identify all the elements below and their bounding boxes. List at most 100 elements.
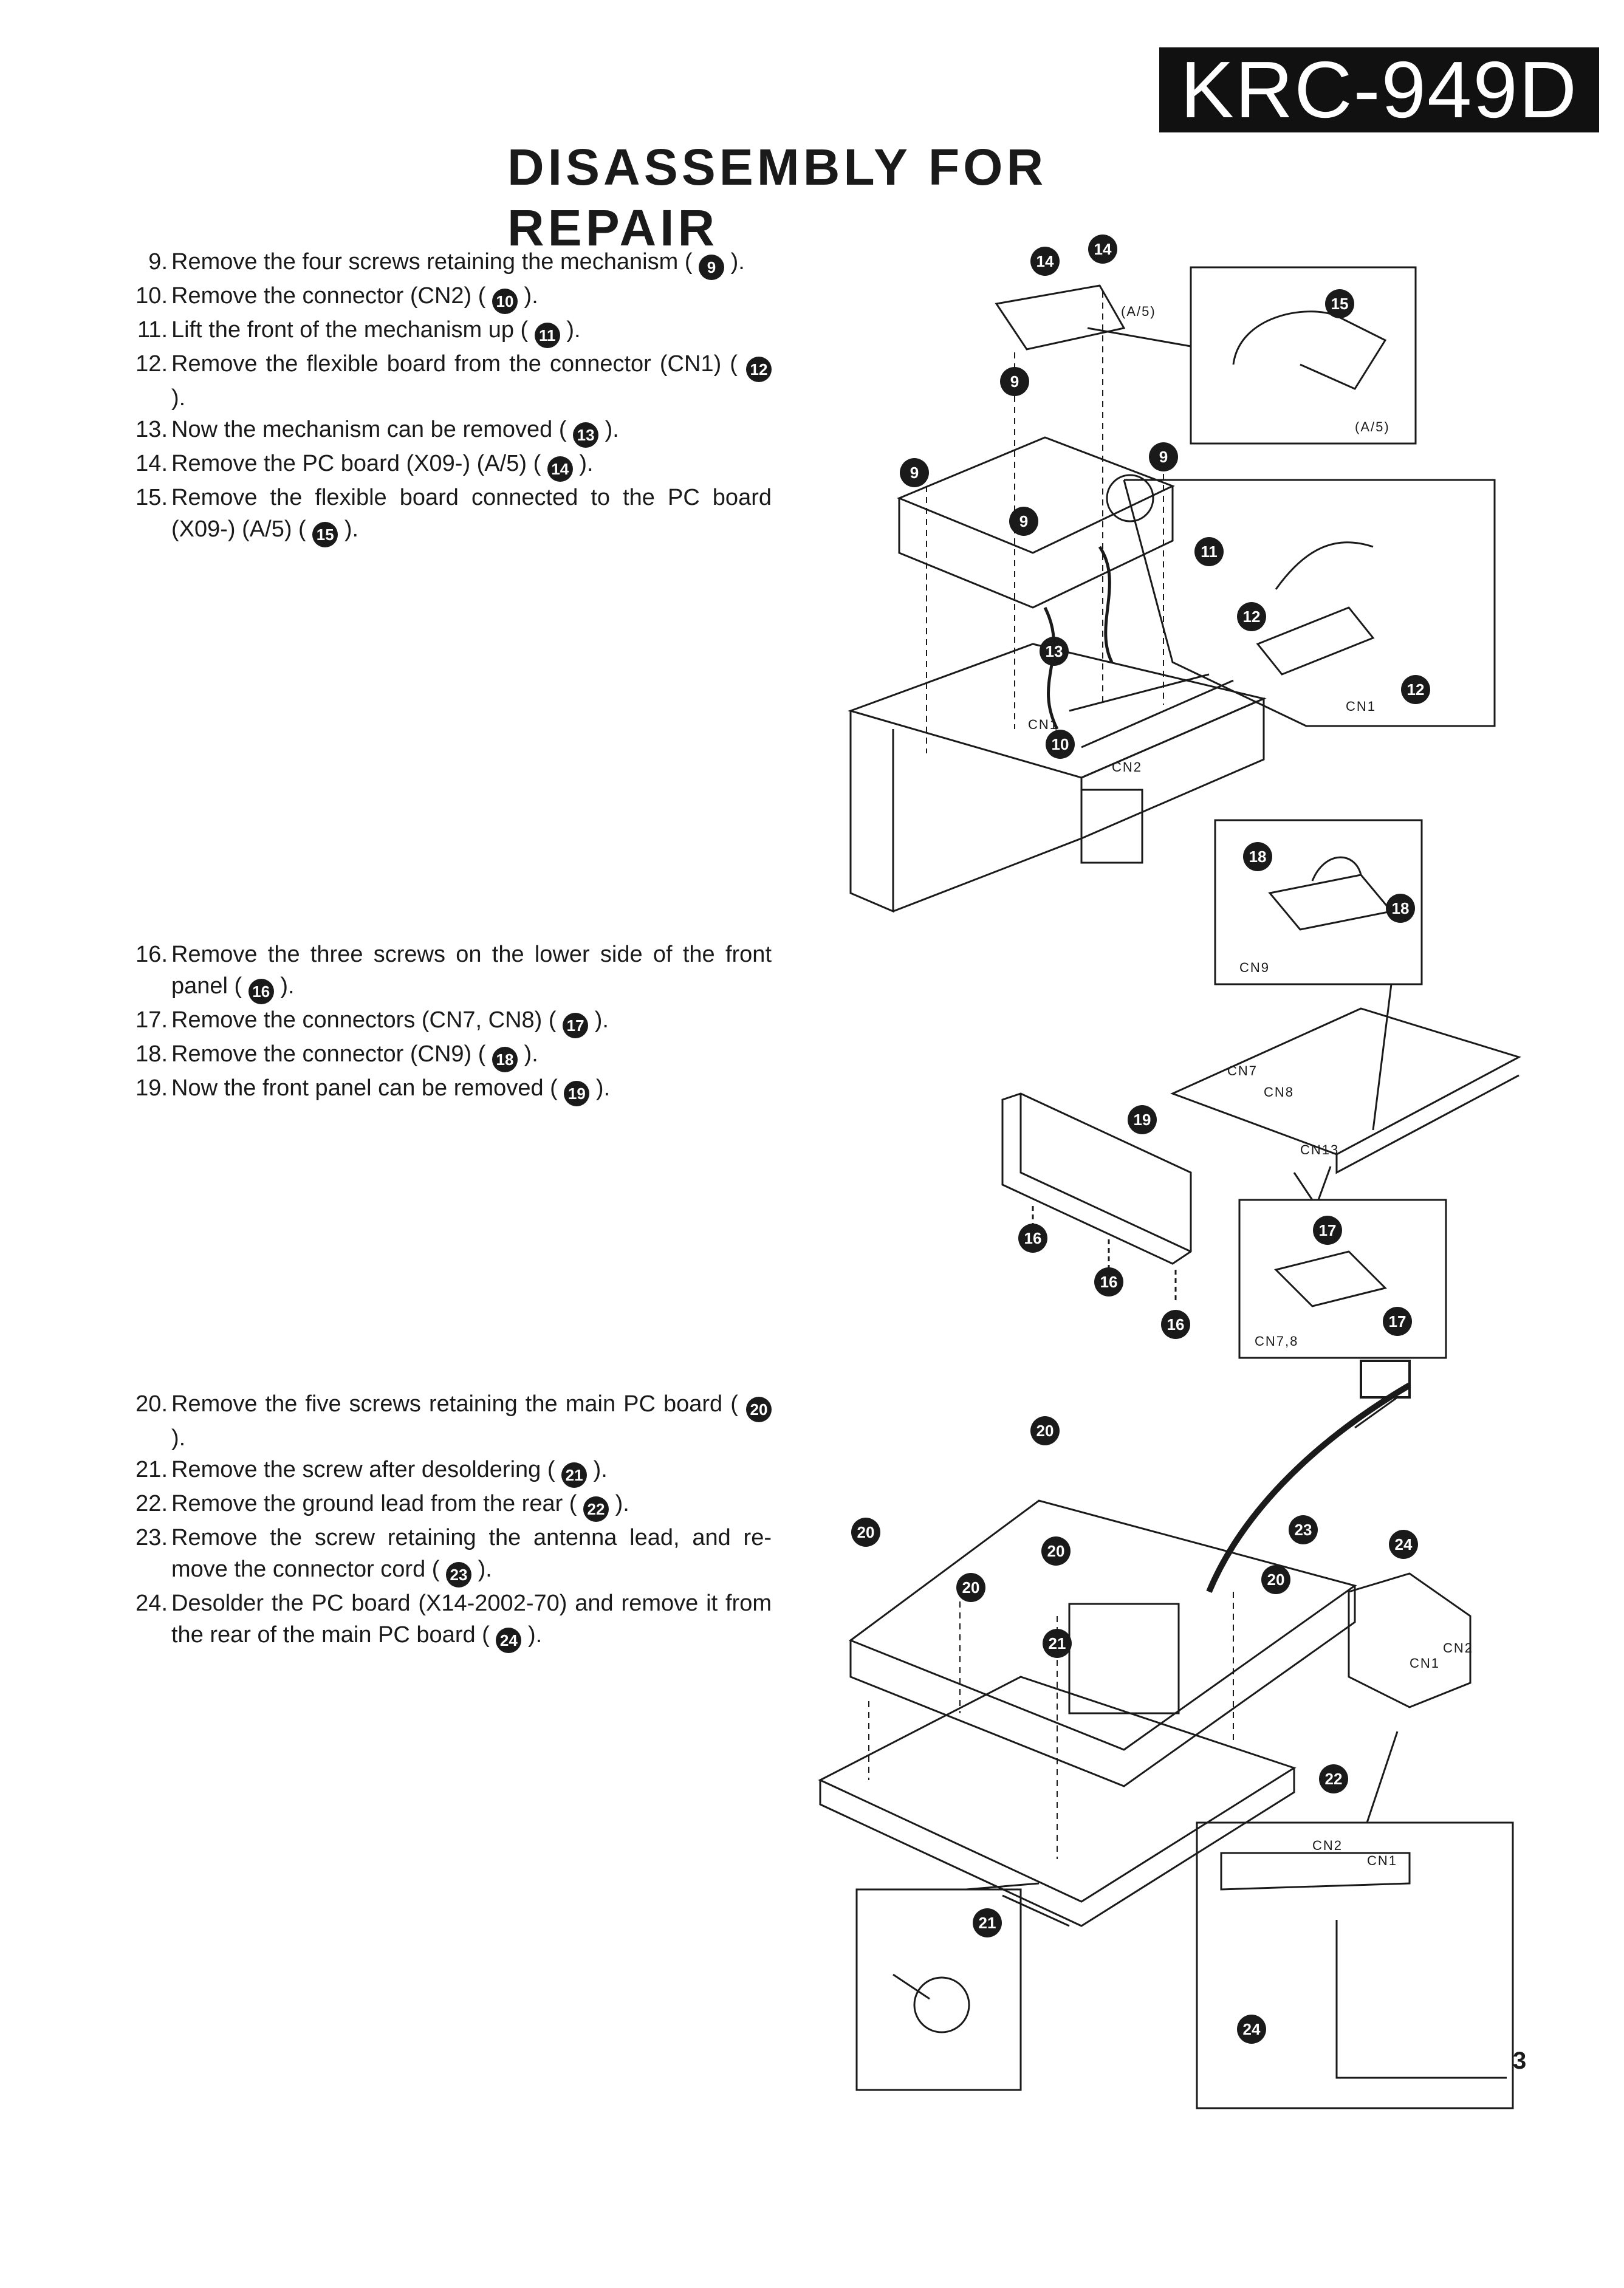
callout-20: 20 [1261, 1565, 1290, 1594]
label-cn1-inset2: CN1 [1367, 1853, 1397, 1868]
instruction-step: 21Remove the screw after desoldering ( 2… [115, 1454, 772, 1488]
step-number: 17 [115, 1004, 168, 1036]
svg-text:17: 17 [1389, 1312, 1406, 1331]
step-text: Remove the ground lead from the rear ( [171, 1491, 577, 1516]
callout-16: 16 [1094, 1267, 1123, 1296]
callout-18: 18 [1243, 842, 1272, 871]
svg-text:11: 11 [1201, 543, 1218, 561]
svg-text:16: 16 [1024, 1229, 1042, 1247]
svg-text:9: 9 [1019, 512, 1028, 530]
step-number: 16 [115, 939, 168, 970]
svg-text:14: 14 [1036, 252, 1054, 270]
callout-24: 24 [1389, 1530, 1418, 1559]
svg-text:16: 16 [1100, 1273, 1118, 1291]
label-cn8: CN8 [1264, 1084, 1294, 1100]
step-number: 15 [115, 482, 168, 513]
step-number: 11 [115, 314, 168, 346]
callout-20: 20 [851, 1518, 880, 1547]
step-number: 9 [115, 246, 168, 278]
callout-15: 15 [1325, 289, 1354, 318]
instruction-list-main-board: 20Remove the five screws retaining the m… [115, 1388, 772, 1653]
step-number: 10 [115, 280, 168, 312]
step-text: Remove the connector (CN9) ( [171, 1041, 486, 1067]
callout-9: 9 [1149, 442, 1178, 471]
step-number: 23 [115, 1522, 168, 1553]
step-number: 19 [115, 1072, 168, 1104]
callout-9: 9 [1000, 367, 1029, 396]
label-cn2-board: CN2 [1443, 1640, 1473, 1656]
label-cn1-board: CN1 [1410, 1656, 1440, 1671]
step-text: Now the mechanism can be removed ( [171, 417, 567, 442]
callout-12: 12 [1237, 602, 1266, 631]
step-text: Now the front panel can be removed ( [171, 1075, 558, 1101]
ref-badge: 22 [583, 1496, 609, 1522]
label-cn7: CN7 [1227, 1063, 1258, 1078]
svg-text:15: 15 [1331, 295, 1349, 313]
step-number: 14 [115, 448, 168, 479]
callout-14: 14 [1088, 235, 1117, 264]
ref-badge: 15 [312, 522, 338, 547]
ref-badge: 11 [534, 323, 560, 348]
callout-17: 17 [1313, 1216, 1342, 1245]
front-panel-diagram [1001, 819, 1521, 1359]
svg-text:20: 20 [857, 1523, 875, 1541]
step-tail: ). [524, 1041, 538, 1067]
callout-20: 20 [1030, 1416, 1060, 1445]
ref-badge: 16 [248, 979, 274, 1004]
step-tail: ). [593, 1457, 608, 1482]
label-cn78: CN7,8 [1255, 1334, 1298, 1349]
step-text: Desolder the PC board (X14-2002-70) and … [171, 1591, 772, 1648]
step-text: Remove the connectors (CN7, CN8) ( [171, 1007, 557, 1033]
callout-21: 21 [973, 1908, 1002, 1937]
instruction-step: 14Remove the PC board (X09-) (A/5) ( 14 … [115, 448, 772, 482]
label-cn2-inset: CN2 [1312, 1838, 1343, 1853]
instruction-step: 10Remove the connector (CN2) ( 10 ). [115, 280, 772, 314]
step-text: Remove the four screws retaining the mec… [171, 249, 693, 275]
label-cn13: CN13 [1300, 1142, 1339, 1157]
ref-badge: 14 [547, 456, 573, 482]
svg-text:20: 20 [1036, 1422, 1054, 1440]
instruction-step: 23Remove the screw retaining the antenna… [115, 1522, 772, 1588]
label-cn1: CN1 [1028, 717, 1058, 732]
step-number: 22 [115, 1488, 168, 1519]
page-number: 3 [1513, 2047, 1527, 2074]
instruction-step: 19Now the front panel can be removed ( 1… [115, 1072, 772, 1106]
step-text: Remove the connector (CN2) ( [171, 283, 486, 309]
step-text: Lift the front of the mechanism up ( [171, 317, 529, 343]
step-text: Remove the screw after desoldering ( [171, 1457, 555, 1482]
svg-text:18: 18 [1392, 899, 1410, 917]
svg-text:21: 21 [1049, 1634, 1066, 1653]
step-tail: ). [605, 417, 619, 442]
page-title: DISASSEMBLY FOR REPAIR [507, 139, 1047, 256]
instruction-step: 12Remove the flexible board from the con… [115, 348, 772, 414]
callout-19: 19 [1128, 1105, 1157, 1134]
svg-text:23: 23 [1295, 1521, 1312, 1539]
label-cn1-inset: CN1 [1346, 699, 1376, 714]
svg-text:24: 24 [1243, 2020, 1261, 2038]
instruction-step: 24Desolder the PC board (X14-2002-70) an… [115, 1588, 772, 1653]
instruction-step: 9Remove the four screws retaining the me… [115, 246, 772, 280]
step-tail: ). [478, 1557, 492, 1582]
ref-badge: 21 [561, 1462, 588, 1488]
callout-20: 20 [956, 1573, 985, 1602]
step-text: Remove the flexible board connected to t… [171, 485, 772, 542]
step-tail: ). [280, 973, 295, 999]
step-tail: ). [171, 385, 186, 411]
svg-text:19: 19 [1134, 1111, 1151, 1129]
instruction-step: 22Remove the ground lead from the rear (… [115, 1488, 772, 1522]
instruction-list-front-panel: 16Remove the three screws on the lower s… [115, 939, 772, 1106]
instruction-step: 17Remove the connectors (CN7, CN8) ( 17 … [115, 1004, 772, 1038]
svg-text:24: 24 [1395, 1535, 1413, 1553]
instruction-step: 11Lift the front of the mechanism up ( 1… [115, 314, 772, 348]
step-text: Remove the flexible board from the conne… [171, 351, 738, 377]
ref-badge: 10 [492, 289, 518, 314]
svg-text:16: 16 [1167, 1315, 1185, 1334]
step-text: Remove the screw retaining the antenna l… [171, 1525, 772, 1582]
svg-text:9: 9 [1159, 448, 1168, 466]
svg-text:20: 20 [962, 1578, 980, 1597]
mechanism-diagram [848, 266, 1496, 913]
ref-badge: 9 [699, 255, 725, 280]
callout-18: 18 [1386, 894, 1415, 923]
instruction-step: 15Remove the flexible board connected to… [115, 482, 772, 547]
